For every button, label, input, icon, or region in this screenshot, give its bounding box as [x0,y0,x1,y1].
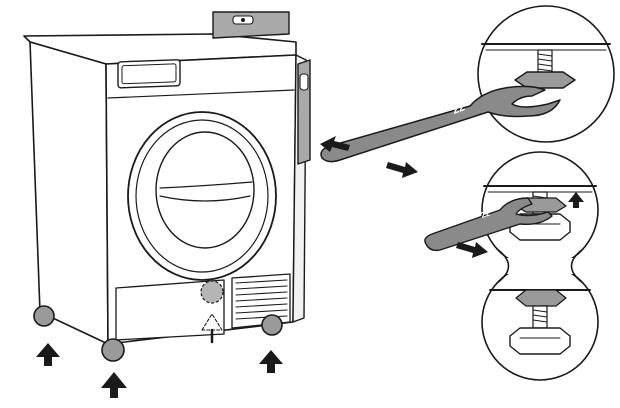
detail-circle-adjust: 22 [424,151,599,381]
water-container-handle [117,59,181,89]
arrow-right-icon [386,162,418,178]
detail-circle-loosen: 22 [320,5,615,178]
wrench-size-label-small: 22 [480,208,492,219]
arrow-up-icon [101,372,127,398]
dryer-icon [23,11,311,362]
wrench-icon: 22 [424,197,553,252]
vent-grille [231,273,291,329]
arrow-left-icon [320,136,350,152]
dryer-side-panel [29,41,109,345]
arrow-up-icon [568,192,584,208]
adjustable-foot-icon [532,305,548,329]
arrow-right-icon [456,242,488,258]
plinth-panel [115,279,225,341]
adjustable-foot-icon [537,49,553,79]
spirit-level-icon [212,11,290,39]
door [127,111,277,281]
foot-front-left [101,338,125,362]
foot-front-right [261,314,283,336]
wrench-icon: 22 [320,85,561,163]
rear-foot-hidden [200,280,224,304]
wrench-size-label: 22 [451,101,467,116]
lock-nut-icon [515,289,567,307]
lock-nut-icon [514,71,576,89]
spirit-level-side-icon [297,59,311,165]
arrow-up-icon [36,343,60,366]
foot-nut [509,327,571,355]
arrow-up-icon [259,350,283,373]
foot-rear-left [33,305,55,327]
